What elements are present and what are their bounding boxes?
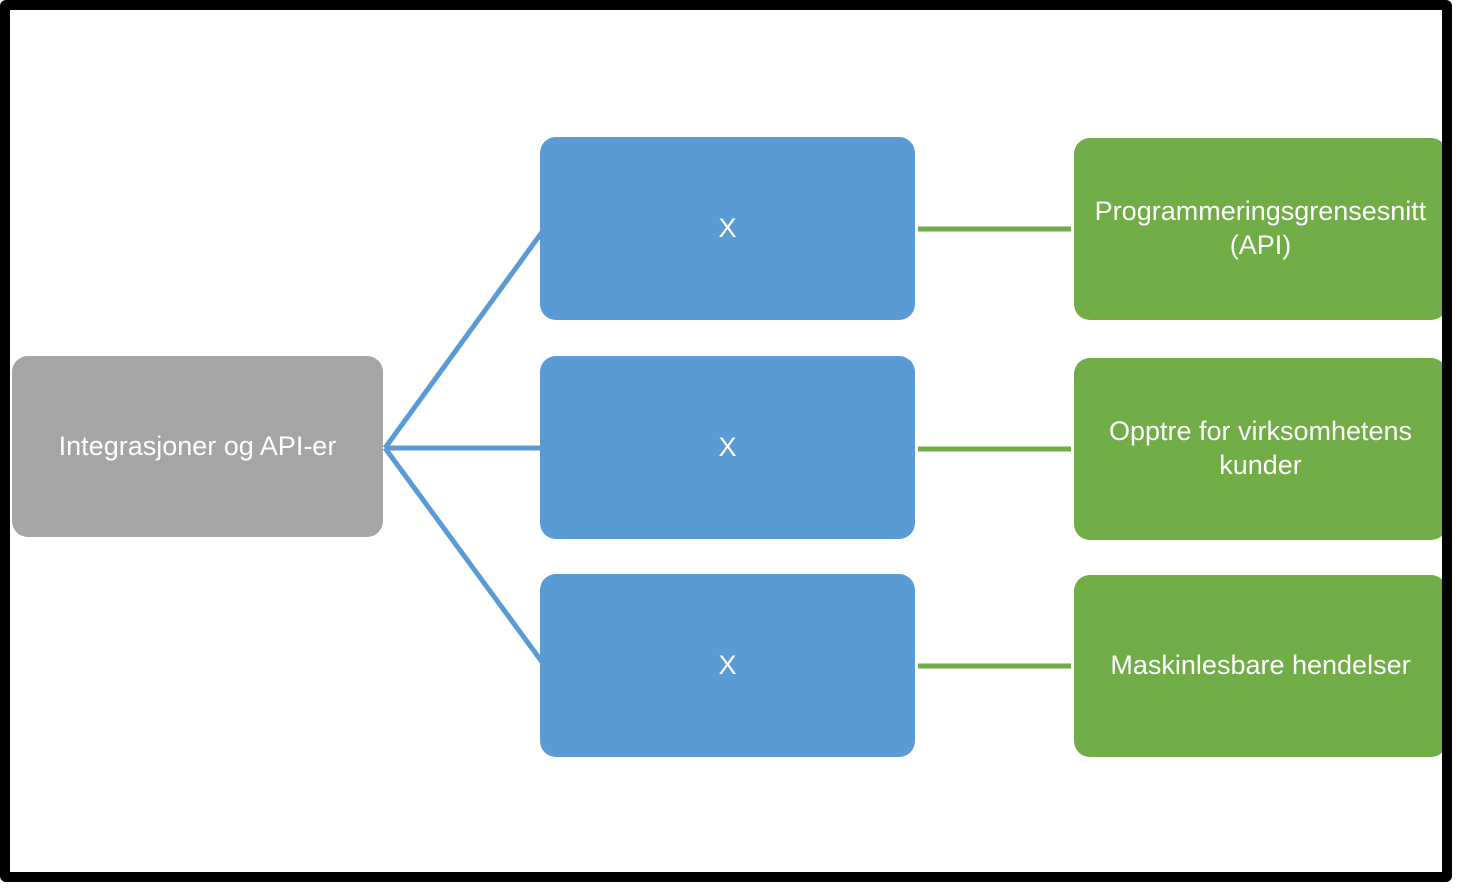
branch-node-2-label: X [718,431,737,462]
connector-root-to-node-1 [382,226,548,450]
leaf-node-api-label: Programmeringsgrensesnitt (API) [1094,196,1427,260]
branch-node-1-label: X [718,212,737,243]
leaf-node-customers: Opptre for virksomhetens kunder [1074,358,1447,540]
connector-root-to-node-3 [382,446,548,668]
branch-node-2: X [540,356,915,539]
branch-node-3-label: X [718,649,737,680]
branch-node-1: X [540,137,915,320]
leaf-node-customers-label: Opptre for virksomhetens kunder [1108,416,1413,480]
leaf-node-events: Maskinlesbare hendelser [1074,575,1447,757]
root-node-integrations: Integrasjoner og API-er [12,356,383,537]
branch-node-3: X [540,574,915,757]
leaf-node-events-label: Maskinlesbare hendelser [1110,650,1411,681]
root-node-label: Integrasjoner og API-er [58,430,337,461]
leaf-node-api: Programmeringsgrensesnitt (API) [1074,138,1447,320]
